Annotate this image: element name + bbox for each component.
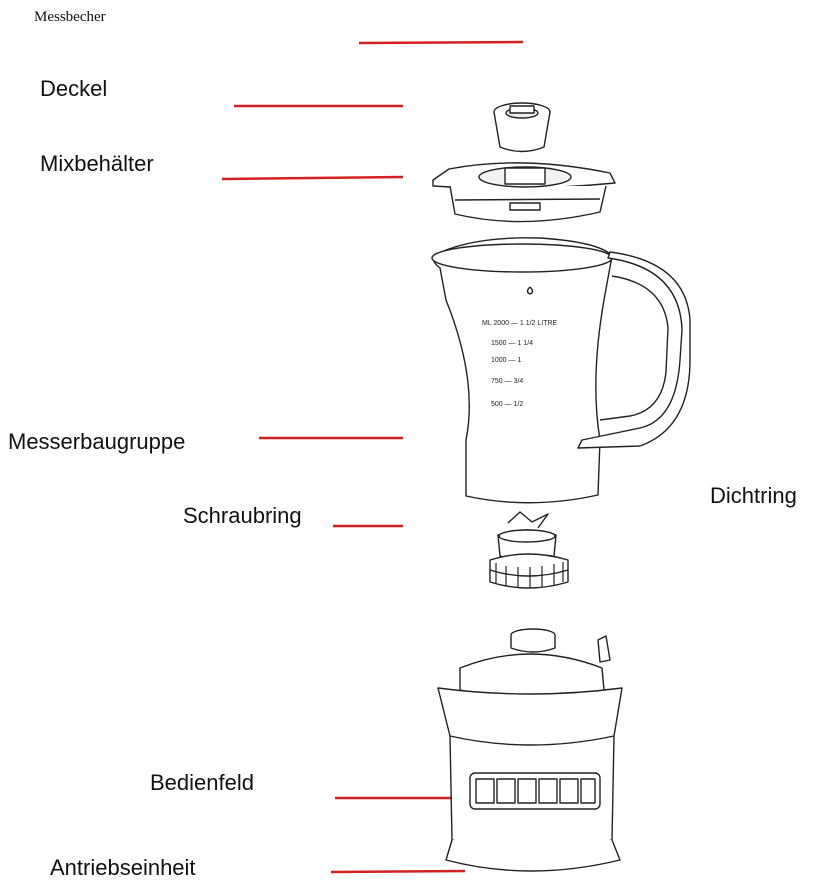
label-deckel: Deckel (40, 76, 108, 101)
screw-ring (489, 553, 569, 589)
label-antriebseinheit: Antriebseinheit (50, 855, 196, 880)
label-messbecher: Messbecher (34, 9, 106, 25)
motor-base (437, 628, 623, 872)
jug-marking-4: 750 — 3/4 (491, 378, 523, 385)
jug-marking-5: 500 — 1/2 (491, 401, 523, 408)
label-dichtring: Dichtring (710, 483, 797, 508)
lid (432, 162, 616, 223)
blade-assembly (497, 511, 557, 561)
control-buttons (475, 778, 596, 804)
label-mixbehaelter: Mixbehälter (40, 151, 154, 176)
leader-line-messbecher (358, 40, 524, 45)
label-schraubring: Schraubring (183, 503, 302, 528)
label-messerbaugruppe: Messerbaugruppe (8, 429, 186, 454)
jug-marking-1: ML 2000 — 1 1/2 LITRE (482, 320, 558, 327)
leader-line-mixbehaelter (221, 175, 404, 181)
blender-jug (431, 237, 691, 504)
jug-marking-2: 1500 — 1 1/4 (491, 340, 533, 347)
label-bedienfeld: Bedienfeld (150, 770, 254, 795)
leader-line-antriebseinheit (330, 869, 466, 874)
leader-lines (221, 40, 524, 874)
jug-marking-3: 1000 — 1 (491, 357, 521, 364)
measuring-cap (493, 102, 551, 153)
